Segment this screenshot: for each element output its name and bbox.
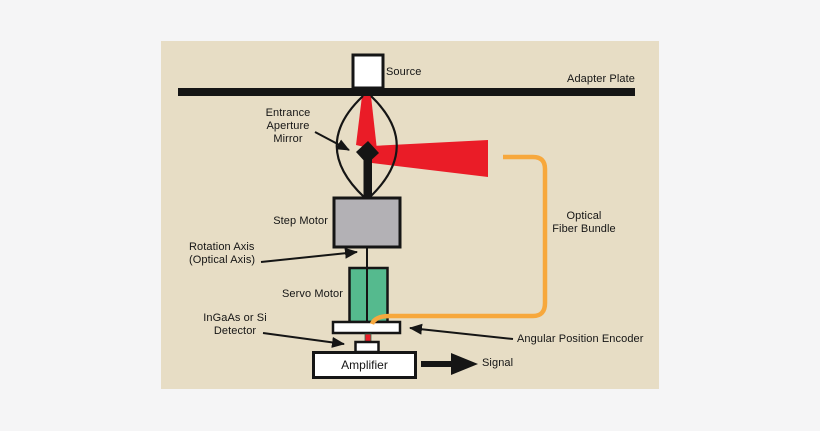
source-label: Source: [386, 66, 422, 78]
signal-label: Signal: [482, 357, 514, 369]
rotation-axis-label: Rotation Axis (Optical Axis): [189, 241, 256, 266]
servo-motor-box: [348, 266, 389, 324]
entrance-aperture-mirror-label: Entrance Aperture Mirror: [265, 107, 311, 145]
arrow-rotation-axis: [260, 247, 358, 263]
step-motor-label: Step Motor: [273, 215, 328, 227]
adapter-plate-bar: [178, 88, 635, 96]
detector-label: InGaAs or Si Detector: [203, 312, 267, 337]
beam-vertical: [356, 96, 377, 150]
optical-fiber-bundle-label: Optical Fiber Bundle: [552, 210, 616, 235]
amplifier-label: Amplifier: [341, 358, 388, 372]
mirror-shaft: [363, 158, 372, 198]
angular-position-encoder-bar: [331, 320, 402, 335]
adapter-plate-label: Adapter Plate: [567, 73, 635, 85]
step-motor-box: [332, 196, 402, 249]
amplifier-box: Amplifier: [312, 351, 417, 379]
source-box: [351, 53, 385, 90]
arrow-entrance-mirror: [314, 131, 350, 151]
beam-horizontal: [372, 140, 488, 177]
light-cone-right-arc: [369, 95, 398, 198]
angular-position-encoder-label: Angular Position Encoder: [517, 333, 644, 345]
arrow-angular-encoder: [409, 323, 514, 340]
servo-motor-label: Servo Motor: [281, 288, 343, 300]
arrow-detector: [262, 332, 345, 348]
signal-arrow-head: [451, 353, 478, 375]
optical-fiber-bundle-path: [369, 154, 548, 325]
entrance-aperture-mirror-shape: [356, 141, 379, 164]
